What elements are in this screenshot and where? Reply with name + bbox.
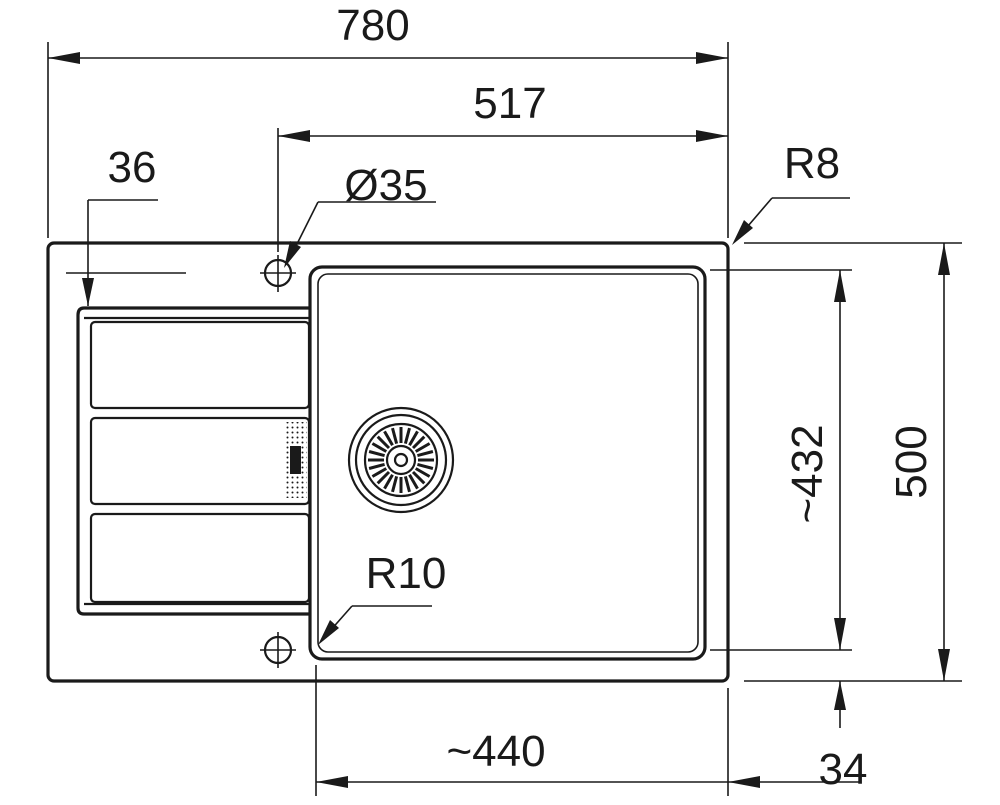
- dim-drainer-inset: 36: [66, 143, 186, 306]
- tap-hole-bottom: [260, 632, 296, 668]
- drain-spoke: [408, 430, 419, 447]
- dim-tap-hole: Ø35: [284, 161, 436, 268]
- drainer-area: [76, 306, 311, 616]
- drainer-rib-2: [89, 416, 311, 506]
- drain-spoke: [403, 427, 411, 444]
- overflow-slot: [290, 446, 301, 474]
- dim-overall-depth: 500: [744, 242, 962, 682]
- sink-bowl: [308, 265, 707, 661]
- drain-spoke: [371, 467, 388, 478]
- dim-overall-width: 780: [47, 1, 729, 238]
- bowl-inner-outline: [317, 273, 699, 653]
- dim-bowl-offset-label: 517: [473, 79, 546, 128]
- dim-bowl-width: ~440: [315, 665, 860, 796]
- drainer-rib-3: [89, 512, 311, 604]
- drain-outer-ring: [347, 406, 455, 514]
- dim-outer-radius: R8: [732, 139, 850, 245]
- sink-body: [46, 241, 730, 683]
- drain-spoke: [417, 450, 434, 458]
- drain-spoke: [391, 427, 399, 444]
- drain-spokes: [368, 427, 434, 493]
- drain-center-hole: [393, 452, 409, 468]
- dim-bowl-radius: R10: [318, 549, 446, 645]
- drain-spoke: [368, 450, 385, 458]
- drain-spoke: [371, 442, 388, 453]
- drain-spoke: [414, 442, 431, 453]
- drain-spoke: [417, 462, 434, 470]
- drain-spoke: [383, 473, 394, 490]
- drain-spoke: [411, 435, 426, 450]
- dim-overall-depth-label: 500: [887, 425, 936, 498]
- dim-drainer-inset-label: 36: [108, 143, 157, 192]
- drain-strainer: [347, 406, 455, 514]
- bowl-outer-outline: [308, 265, 707, 661]
- dim-outer-radius-label: R8: [784, 139, 840, 188]
- sink-outer-outline: [46, 241, 730, 683]
- dim-rear-offset-label: 34: [819, 745, 868, 794]
- dim-bowl-radius-label: R10: [366, 549, 447, 598]
- dim-tap-hole-label: Ø35: [344, 161, 427, 210]
- drain-spoke: [414, 467, 431, 478]
- drain-spoke: [403, 476, 411, 493]
- dim-rear-offset: 34: [819, 681, 868, 794]
- drain-ring-3: [363, 422, 439, 498]
- dim-bowl-offset-width: 517: [277, 79, 728, 252]
- drain-spoke: [411, 470, 426, 485]
- drain-spoke: [368, 462, 385, 470]
- dim-overall-width-label: 780: [336, 1, 409, 50]
- drainer-rib-1: [89, 320, 311, 410]
- dim-bowl-depth: ~432: [710, 269, 852, 651]
- drain-spoke: [383, 430, 394, 447]
- drainer-outline: [76, 306, 310, 616]
- dim-bowl-width-label: ~440: [446, 727, 545, 776]
- dim-bowl-depth-label: ~432: [783, 424, 832, 523]
- drain-spoke: [376, 470, 391, 485]
- tap-hole-top: [260, 255, 296, 292]
- drain-ring-2: [354, 413, 448, 507]
- drain-spoke: [376, 435, 391, 450]
- drain-spoke: [391, 476, 399, 493]
- drain-spoke: [408, 473, 419, 490]
- drain-center-ring: [385, 444, 417, 476]
